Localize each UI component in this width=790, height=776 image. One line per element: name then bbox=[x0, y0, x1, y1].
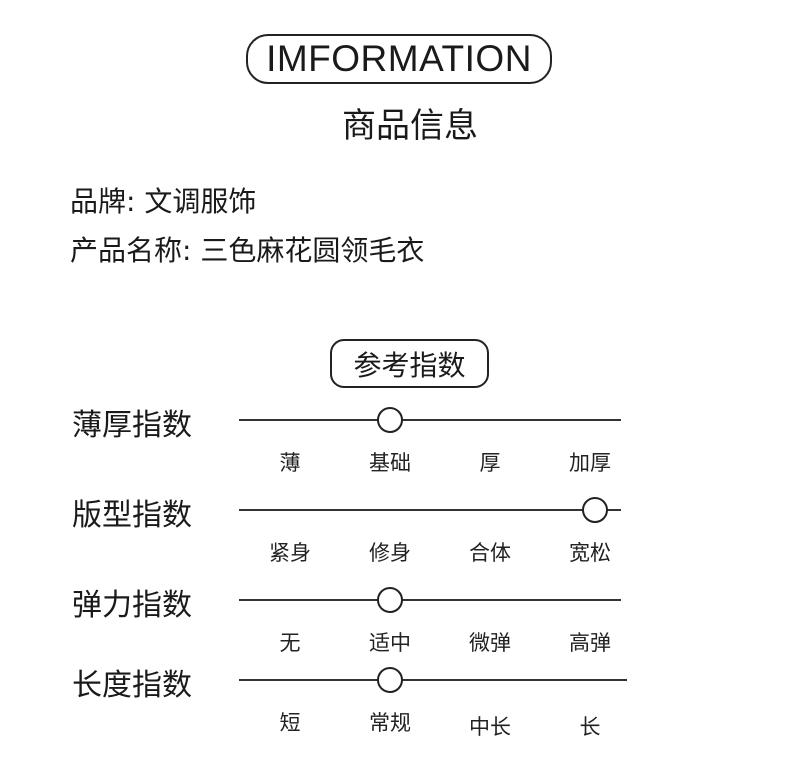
reference-row: 弹力指数无 适中 微弹 高弹 bbox=[0, 580, 790, 670]
title-badge: IMFORMATION bbox=[246, 34, 552, 84]
reference-scale-marker bbox=[377, 667, 403, 693]
reference-row: 长度指数短 常规 中长 长 bbox=[0, 660, 790, 750]
reference-option-label: 高弹 bbox=[569, 631, 611, 655]
reference-option-label: 短 bbox=[279, 711, 301, 735]
reference-option-label: 适中 bbox=[369, 631, 411, 655]
reference-row-label: 弹力指数 bbox=[72, 588, 192, 623]
brand-info: 品牌: 文调服饰 bbox=[70, 185, 257, 218]
reference-row: 薄厚指数薄 基础 厚 加厚 bbox=[0, 400, 790, 490]
reference-option-label: 紧身 bbox=[269, 541, 311, 565]
page-title: IMFORMATION bbox=[266, 38, 532, 79]
reference-row-label: 长度指数 bbox=[72, 668, 192, 703]
reference-scale-marker bbox=[377, 407, 403, 433]
reference-heading-badge: 参考指数 bbox=[330, 339, 489, 388]
reference-option-label: 宽松 bbox=[569, 541, 611, 565]
reference-scale-track bbox=[239, 679, 627, 681]
reference-scale-track bbox=[239, 509, 621, 511]
reference-option-label: 合体 bbox=[469, 541, 511, 565]
reference-option-label: 修身 bbox=[369, 541, 411, 565]
reference-row: 版型指数紧身 修身 合体 宽松 bbox=[0, 490, 790, 580]
reference-scale-track bbox=[239, 599, 621, 601]
page-subtitle: 商品信息 bbox=[342, 106, 478, 146]
reference-scale-track bbox=[239, 419, 621, 421]
reference-heading: 参考指数 bbox=[353, 348, 466, 382]
product-name-info: 产品名称: 三色麻花圆领毛衣 bbox=[70, 234, 425, 267]
reference-option-label: 基础 bbox=[369, 451, 411, 475]
reference-scale-marker bbox=[377, 587, 403, 613]
reference-option-label: 无 bbox=[279, 631, 301, 655]
reference-option-label: 长 bbox=[579, 715, 601, 739]
reference-option-label: 中长 bbox=[469, 715, 511, 739]
reference-scale-marker bbox=[582, 497, 608, 523]
reference-option-label: 薄 bbox=[279, 451, 301, 475]
reference-row-label: 版型指数 bbox=[72, 498, 192, 533]
reference-option-label: 厚 bbox=[479, 451, 501, 475]
reference-option-label: 加厚 bbox=[569, 451, 611, 475]
reference-row-label: 薄厚指数 bbox=[72, 408, 192, 443]
reference-option-label: 常规 bbox=[369, 711, 411, 735]
reference-option-label: 微弹 bbox=[469, 631, 511, 655]
